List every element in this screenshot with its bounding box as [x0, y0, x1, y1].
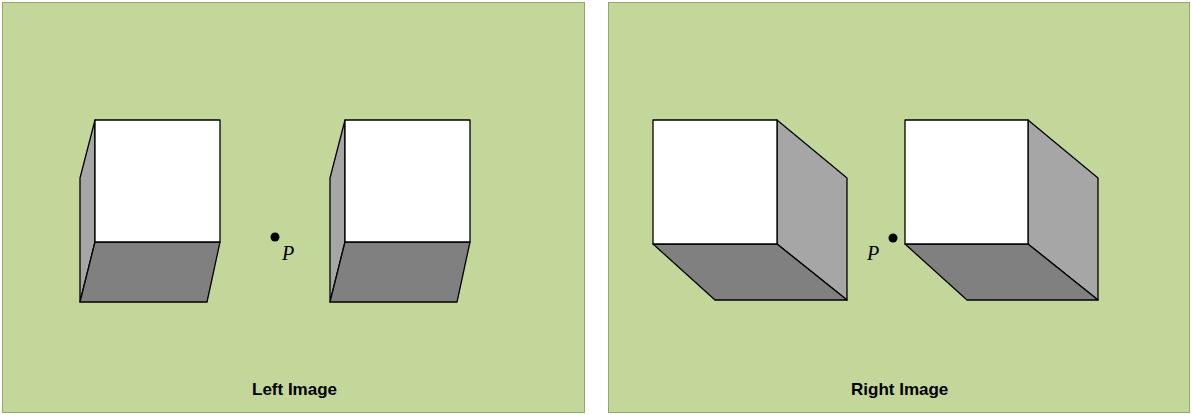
point-marker — [889, 234, 898, 243]
point-marker — [271, 233, 280, 242]
panel-title: Left Image — [252, 380, 337, 400]
cube-face — [905, 120, 1028, 244]
point-label: P — [867, 242, 879, 265]
cube-face — [330, 242, 470, 302]
point-label: P — [282, 242, 294, 265]
cube-face — [653, 120, 777, 244]
panel-title: Right Image — [851, 380, 948, 400]
cube-face — [905, 244, 1098, 300]
cube-face — [80, 242, 220, 302]
cube-face — [653, 244, 847, 300]
cube-face — [95, 120, 220, 242]
cube-face — [345, 120, 470, 242]
